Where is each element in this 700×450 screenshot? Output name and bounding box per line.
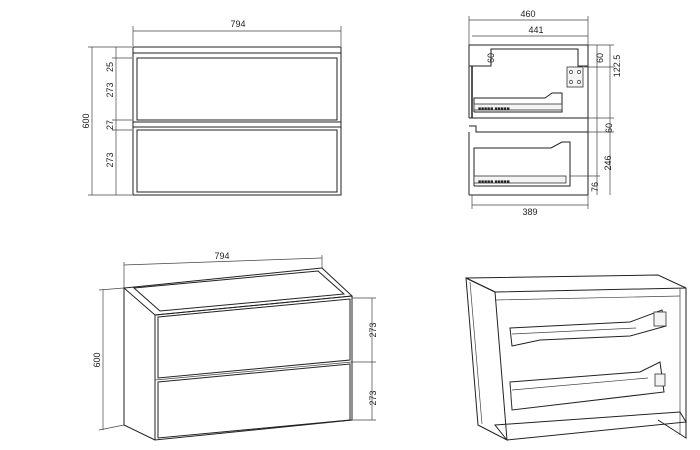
open-lower-drawer-side (509, 381, 513, 411)
iso-height-ext-top (98, 287, 125, 291)
front-mid-gap-label: 27 (105, 120, 115, 130)
side-hinge-drop-label: 122.5 (612, 55, 622, 78)
side-hinge-plate (566, 66, 584, 88)
side-view: 460 441 ■■■■■ ■■■■■ ■■■■■ ■■■■■ (468, 9, 622, 217)
side-hinge-screw-2 (577, 70, 581, 74)
front-drawer-1-label: 273 (105, 82, 115, 97)
iso-width-label: 794 (214, 251, 229, 261)
side-top-panel (468, 44, 589, 67)
side-upper-runner-marks: ■■■■■ ■■■■■ (478, 106, 510, 112)
front-width-label: 794 (230, 19, 245, 29)
open-back-top (494, 295, 681, 301)
iso-height-label: 600 (92, 352, 102, 367)
iso-drawer-1-label: 273 (368, 322, 378, 337)
open-lower-hinge (654, 373, 666, 387)
open-lower-drawer (509, 361, 665, 411)
open-upper-drawer-rim (511, 327, 637, 335)
open-left-side (465, 277, 508, 441)
side-lower-height-label: 246 (603, 155, 613, 170)
iso-top-inner (132, 270, 346, 312)
iso-drawer-1 (157, 298, 351, 379)
side-inner-depth-label: 441 (528, 25, 543, 35)
side-hinge-screw-4 (577, 80, 581, 84)
iso-front-face (154, 295, 353, 441)
side-lower-drawer-box (473, 141, 571, 187)
iso-height-ext-bottom (98, 424, 125, 431)
side-lower-runner-marks: ■■■■■ ■■■■■ (478, 179, 510, 185)
side-upper-drawer-box (473, 92, 563, 113)
iso-drawer-gap (154, 361, 353, 381)
side-total-depth-label: 460 (520, 9, 535, 19)
side-drawer-depth-label: 389 (522, 207, 537, 217)
side-mid-gap-label: 60 (604, 123, 614, 133)
iso-drawer-2-label: 273 (368, 390, 378, 405)
iso-top-frame (122, 267, 354, 316)
front-cabinet-outline (132, 46, 342, 196)
open-left-edge (469, 281, 483, 425)
iso-width-dim-line (123, 257, 323, 266)
open-bottom-panel (494, 411, 687, 441)
side-mid-shelf-lower (469, 125, 588, 133)
front-view: 794 600 25 273 27 273 (81, 19, 342, 196)
front-height-label: 600 (81, 113, 91, 128)
front-drawer-2-label: 273 (105, 152, 115, 167)
side-hinge-screw-1 (569, 70, 573, 74)
open-right-side (657, 288, 687, 439)
side-bottom-label: 76 (590, 182, 600, 192)
side-top-right-label: 60 (595, 53, 605, 63)
front-drawer-2 (136, 129, 338, 193)
iso-view: 794 600 273 273 (92, 251, 378, 441)
front-drawer-1 (136, 57, 338, 121)
open-upper-drawer (509, 309, 667, 347)
iso-drawer-2 (157, 363, 351, 439)
front-top-gap-label: 25 (105, 62, 115, 72)
iso-open-view (465, 274, 687, 441)
side-lower-runner (473, 175, 567, 184)
side-top-left-label: 60 (486, 53, 496, 63)
open-top-panel (465, 274, 687, 293)
open-upper-hinge (653, 311, 667, 327)
side-hinge-screw-3 (569, 80, 573, 84)
side-upper-runner (473, 103, 563, 111)
open-lower-drawer-rim (511, 377, 649, 391)
